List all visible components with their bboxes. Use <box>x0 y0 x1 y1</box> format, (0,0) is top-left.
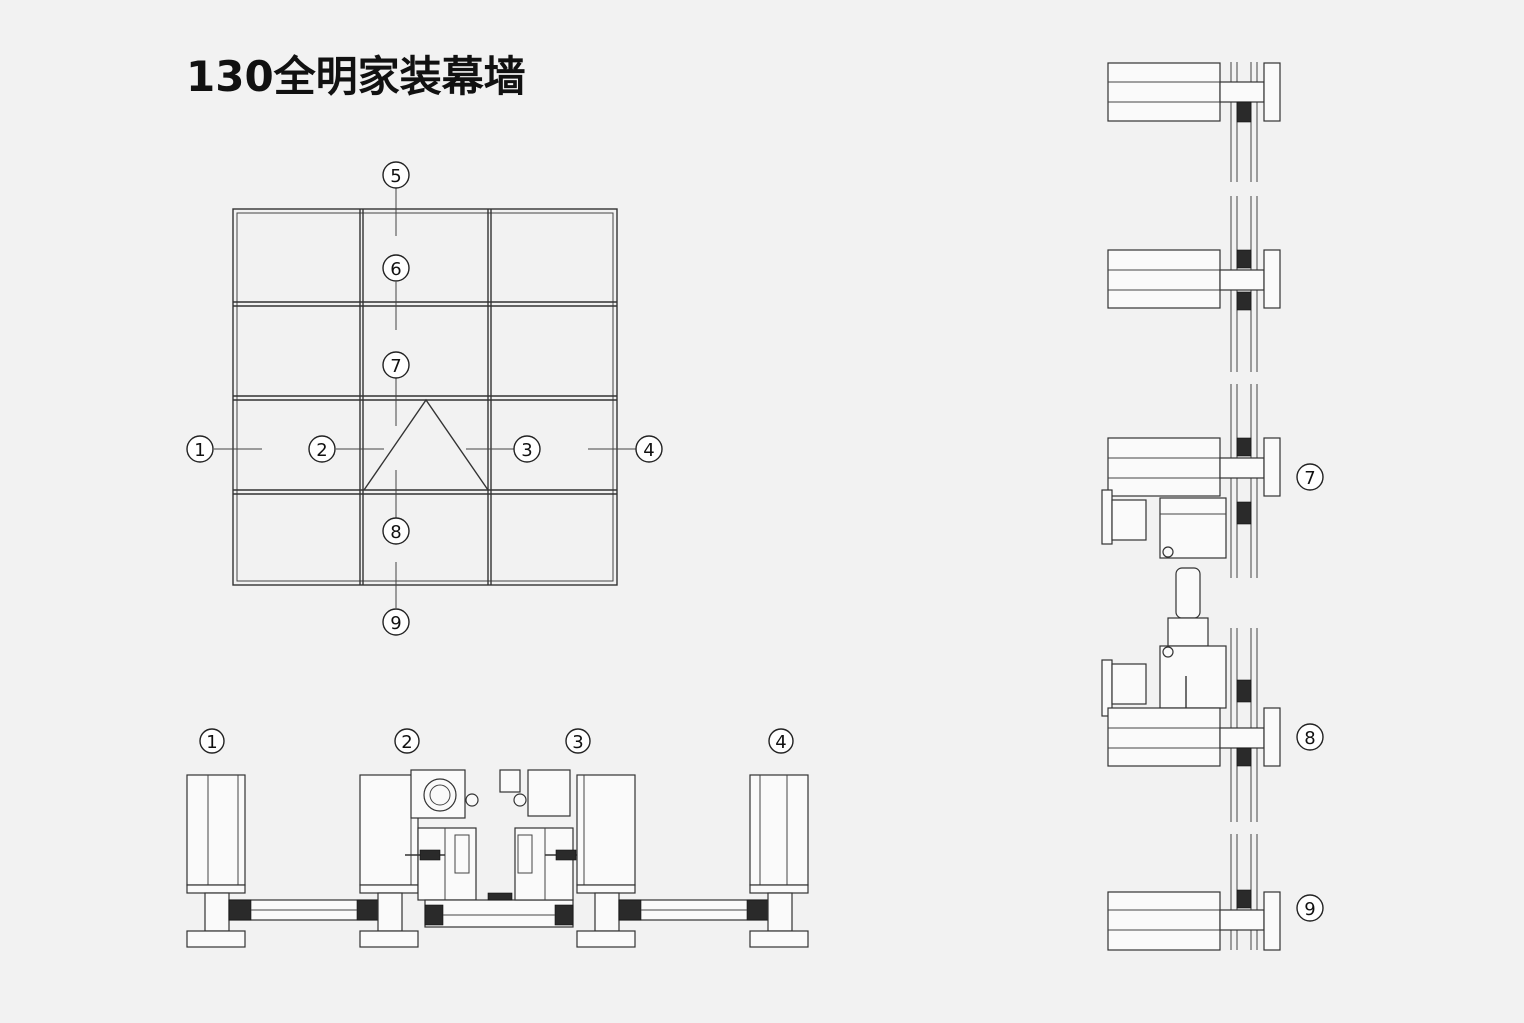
svg-text:9: 9 <box>1304 899 1315 920</box>
svg-text:3: 3 <box>572 732 583 753</box>
marker-3: 3 <box>513 435 541 463</box>
svg-text:2: 2 <box>401 732 412 753</box>
plan-section-drawing <box>186 769 809 948</box>
svg-text:4: 4 <box>775 732 786 753</box>
svg-text:6: 6 <box>390 259 401 280</box>
svg-text:9: 9 <box>390 613 401 634</box>
plan-section-label-2: 2 <box>394 728 420 754</box>
marker-6: 6 <box>382 254 410 282</box>
marker-4: 4 <box>635 435 663 463</box>
svg-text:7: 7 <box>390 356 401 377</box>
svg-text:8: 8 <box>1304 728 1315 749</box>
svg-text:1: 1 <box>194 440 205 461</box>
page-title: 130全明家装幕墙 <box>186 52 526 101</box>
vertical-section-drawing <box>1101 62 1281 951</box>
plan-section-label-1: 1 <box>199 728 225 754</box>
opening-triangle <box>363 398 489 491</box>
plan-section-label-4: 4 <box>768 728 794 754</box>
marker-2: 2 <box>308 435 336 463</box>
vertical-section-label-7: 7 <box>1296 463 1324 491</box>
window-handle <box>1175 567 1201 619</box>
elevation-grid <box>214 188 636 608</box>
marker-7: 7 <box>382 351 410 379</box>
svg-text:7: 7 <box>1304 468 1315 489</box>
svg-text:4: 4 <box>643 440 654 461</box>
marker-1: 1 <box>186 435 214 463</box>
marker-9: 9 <box>382 608 410 636</box>
svg-text:8: 8 <box>390 522 401 543</box>
vertical-section-label-9: 9 <box>1296 894 1324 922</box>
svg-text:5: 5 <box>390 166 401 187</box>
vertical-section-label-8: 8 <box>1296 723 1324 751</box>
marker-8: 8 <box>382 517 410 545</box>
svg-text:2: 2 <box>316 440 327 461</box>
marker-5: 5 <box>382 161 410 189</box>
plan-section-label-3: 3 <box>565 728 591 754</box>
grid-outer-frame <box>232 208 618 586</box>
svg-text:3: 3 <box>521 440 532 461</box>
svg-text:1: 1 <box>206 732 217 753</box>
